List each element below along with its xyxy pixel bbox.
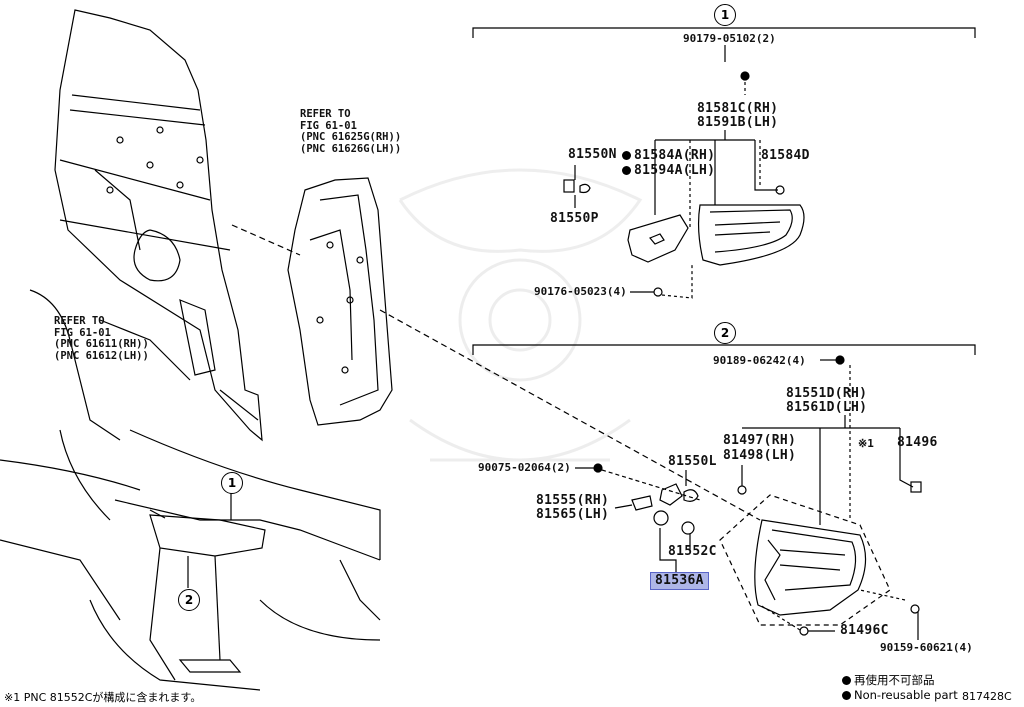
refer-line: REFER TO [300,108,351,120]
footnote: ※1 PNC 81552Cが構成に含まれます。 [4,691,202,704]
callout-group-2: 2 [714,322,736,344]
part-label[interactable]: 81584D [761,148,810,163]
part-label[interactable]: 81498(LH) [723,448,797,463]
leader-line [379,309,761,521]
part-label[interactable]: 90179-05102(2) [683,32,776,45]
refer-note-reinforcement: REFER TO FIG 61-01 (PNC 61625G(RH)) (PNC… [300,108,402,155]
socket-drawing [631,495,653,511]
part-label[interactable]: 81496C [840,623,889,638]
part-label[interactable]: 81550N [568,147,617,162]
screw-drawing [593,463,603,473]
part-label[interactable]: 90159-60621(4) [880,641,973,654]
part-label[interactable]: 90176-05023(4) [534,285,627,298]
callout-group-1: 1 [714,4,736,26]
socket-drawing [653,510,669,526]
part-label-non-reusable[interactable]: 81594A(LH) [622,164,715,178]
part-label[interactable]: 81550P [550,211,599,226]
bulb-drawing [579,183,591,194]
socket-drawing [563,179,575,193]
part-label-text: 81584A(RH) [634,148,716,163]
gasket-ring [681,521,695,535]
non-reusable-dot-icon [622,151,631,160]
refer-note-quarter-panel: REFER TO FIG 61-01 (PNC 61611(RH)) (PNC … [54,315,149,362]
non-reusable-dot-icon [842,676,851,685]
part-label[interactable]: 81550L [668,454,717,469]
watermark-emblem [398,168,643,462]
group2-bracket [472,344,976,355]
non-reusable-dot-icon [622,166,631,175]
tail-lamp-lower-drawing [754,519,867,616]
nut-drawing [653,287,663,297]
refer-line: (PNC 61611(RH)) [54,338,149,350]
reinforcement-panel-drawing [287,177,393,426]
car-rear-view-drawing [0,429,381,691]
leader-line [231,224,301,256]
part-label[interactable]: 81552C [668,544,717,559]
part-label[interactable]: 81496 [897,435,938,450]
nut-drawing [835,355,845,365]
refer-line: FIG 61-01 [300,119,357,132]
nut-drawing [910,604,920,614]
part-label[interactable]: 81497(RH) [723,433,797,448]
legend-text: Non-reusable part [854,688,958,702]
refer-line: (PNC 61626G(LH)) [300,142,402,155]
gasket-outline [719,494,891,626]
callout-car-1: 1 [221,472,243,494]
refer-line: REFER TO [54,315,105,327]
part-label-non-reusable[interactable]: 81584A(RH) [622,149,715,163]
clip-drawing [799,626,809,636]
part-label[interactable]: 81555(RH) [536,493,610,508]
refer-line: (PNC 61625G(RH)) [300,131,402,143]
group1-bracket [472,27,976,38]
legend-text: 再使用不可部品 [854,673,935,687]
part-label[interactable]: 81551D(RH) [786,386,868,401]
part-label-text: 81594A(LH) [634,163,716,178]
tail-lamp-upper-drawing [697,204,805,266]
bulb-drawing [683,489,699,502]
legend-jp: 再使用不可部品 [842,672,935,688]
part-label[interactable]: 81591B(LH) [697,115,779,130]
figure-number: 817428C [962,690,1012,703]
part-label[interactable]: 81561D(LH) [786,400,868,415]
part-label[interactable]: 81565(LH) [536,507,610,522]
note-marker: ※1 [858,437,874,450]
clip-drawing [910,481,922,493]
refer-line: (PNC 61612(LH)) [54,349,149,362]
clip-drawing [737,485,747,495]
part-label[interactable]: 90075-02064(2) [478,461,571,474]
gasket-drawing [627,214,689,263]
legend-en: Non-reusable part [842,688,958,702]
part-label[interactable]: 90189-06242(4) [713,354,806,367]
part-label[interactable]: 81581C(RH) [697,101,779,116]
callout-car-2: 2 [178,589,200,611]
screw-drawing [740,71,750,81]
socket-drawing [659,483,683,506]
part-label-highlighted[interactable]: 81536A [650,572,709,590]
quarter-panel-drawing [29,9,263,442]
non-reusable-dot-icon [842,691,851,700]
refer-line: FIG 61-01 [54,326,111,339]
